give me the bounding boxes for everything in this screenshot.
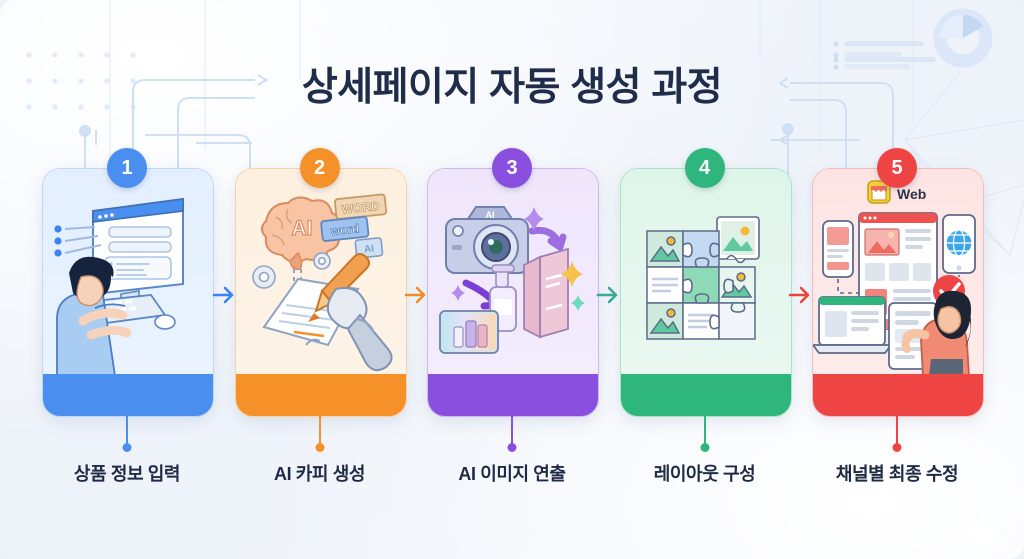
- connector-stem-4: [703, 415, 706, 445]
- step-caption-3: AI 이미지 연출: [458, 464, 566, 484]
- illustration-ai-copywriting: AI: [235, 169, 406, 376]
- step-card-1[interactable]: [42, 168, 214, 417]
- step-card-4[interactable]: [619, 168, 792, 417]
- svg-text:word: word: [328, 221, 359, 238]
- connector-dot-3: [507, 443, 517, 452]
- connector-stem-1: [126, 415, 128, 445]
- step-card-3[interactable]: AI: [427, 168, 599, 417]
- connector-stem-3: [511, 415, 513, 445]
- step-number-badge-5: 5: [877, 148, 917, 188]
- card-footer-3: [428, 374, 598, 416]
- step-3[interactable]: 3 AI: [427, 148, 599, 484]
- illustration-layout-puzzle: [620, 169, 791, 376]
- step-4[interactable]: 4: [619, 148, 792, 484]
- arrow-step-1-to-2: [211, 282, 237, 308]
- step-2[interactable]: 2 AI: [234, 148, 407, 484]
- connector-stem-2: [318, 415, 321, 445]
- step-caption-2: AI 카피 생성: [273, 464, 366, 484]
- page-title: 상세페이지 자동 생성 과정: [301, 66, 723, 109]
- connector-dot-1: [122, 443, 132, 452]
- step-caption-1: 상품 정보 입력: [73, 464, 181, 484]
- step-1[interactable]: 1: [42, 148, 214, 484]
- step-5[interactable]: 5 Web: [812, 148, 984, 484]
- step-number-5: 5: [891, 156, 903, 179]
- illustration-ai-image: AI: [428, 169, 598, 376]
- step-card-2[interactable]: AI: [234, 168, 407, 417]
- card-footer-5: [813, 374, 983, 416]
- illustration-desktop-input: [43, 169, 213, 376]
- card-footer-1: [43, 374, 213, 416]
- connector-stem-5: [896, 415, 898, 445]
- card-footer-2: [235, 374, 406, 416]
- step-number-3: 3: [506, 156, 518, 179]
- step-number-1: 1: [121, 156, 133, 179]
- step-caption-4: 레이아웃 구성: [653, 464, 756, 484]
- svg-text:Web: Web: [897, 186, 926, 202]
- connector-dot-4: [700, 443, 709, 452]
- step-number-badge-2: 2: [299, 148, 340, 188]
- svg-text:AI: AI: [363, 243, 374, 255]
- arrow-step-2-to-3: [403, 282, 429, 308]
- step-caption-5: 채널별 최종 수정: [835, 464, 959, 484]
- step-number-badge-1: 1: [107, 148, 147, 188]
- card-footer-4: [620, 374, 791, 416]
- connector-dot-5: [892, 443, 902, 452]
- step-number-badge-4: 4: [684, 148, 725, 188]
- process-steps: 1: [42, 148, 984, 498]
- svg-text:AI: AI: [486, 210, 495, 220]
- step-number-badge-3: 3: [492, 148, 532, 188]
- connector-dot-2: [315, 443, 324, 452]
- arrow-step-4-to-5: [787, 282, 813, 308]
- step-card-5[interactable]: Web: [812, 168, 984, 417]
- step-number-2: 2: [313, 156, 326, 179]
- illustration-multichannel: Web: [813, 169, 983, 376]
- svg-text:AI: AI: [291, 217, 312, 240]
- step-number-4: 4: [698, 156, 711, 179]
- svg-text:WORD: WORD: [341, 199, 381, 217]
- sparkle-decoration: [962, 508, 1002, 558]
- shop-icon: [867, 180, 891, 204]
- arrow-step-3-to-4: [595, 282, 621, 308]
